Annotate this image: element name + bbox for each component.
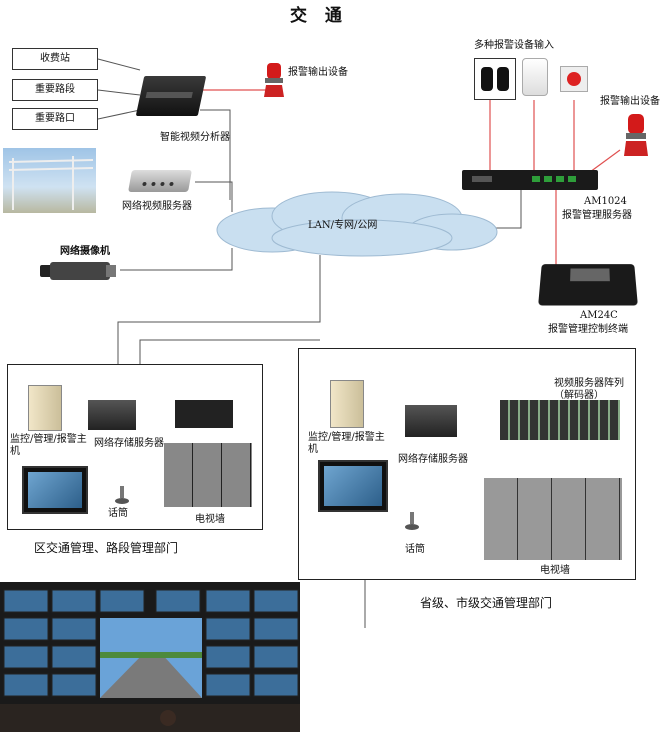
am1024-device (462, 170, 598, 190)
district-monitor-icon (22, 466, 88, 514)
video-server-device (128, 170, 192, 192)
input-key-road-section: 重要路段 (12, 79, 98, 101)
control-room-photo (0, 582, 300, 732)
district-storage-label: 网络存储服务器 (94, 438, 164, 449)
alarm-light-right-icon (622, 114, 650, 158)
district-decoder-device (175, 400, 233, 428)
am24c-model-label: AM24C (580, 310, 618, 321)
diagram-title: 交 通 (290, 6, 348, 26)
district-tvwall-label: 电视墙 (195, 514, 225, 525)
camera-label: 网络摄像机 (60, 246, 110, 257)
analyzer-label: 智能视频分析器 (160, 132, 230, 143)
decoder-array-label: 视频服务器阵列（解码器） (554, 378, 624, 401)
am1024-model-label: AM1024 (584, 196, 627, 207)
am24c-name-label: 报警管理控制终端 (548, 324, 628, 335)
network-label: LAN/专网/公网 (308, 220, 378, 231)
province-mic-label: 话筒 (405, 544, 425, 555)
district-mic-label: 话筒 (108, 508, 128, 519)
input-toll-station: 收费站 (12, 48, 98, 70)
beam-detector-icon (474, 58, 516, 100)
video-analyzer-device (135, 76, 207, 116)
pir-sensor-icon (522, 58, 548, 96)
alarm-inputs-label: 多种报警设备输入 (474, 40, 554, 51)
province-storage-device (405, 405, 457, 437)
host-pc-icon (28, 385, 62, 431)
am24c-terminal (538, 264, 638, 306)
district-host-label: 监控/管理/报警主机 (10, 434, 87, 457)
alarm-output-label: 报警输出设备 (288, 67, 348, 78)
district-caption: 区交通管理、路段管理部门 (34, 541, 179, 555)
district-tvwall-icon (164, 443, 252, 507)
alarm-output-right-label: 报警输出设备 (600, 96, 660, 107)
province-storage-label: 网络存储服务器 (398, 454, 468, 465)
road-gantry-photo (3, 148, 96, 213)
province-host-pc-icon (330, 380, 364, 428)
district-mic-icon (114, 486, 130, 504)
province-host-label: 监控/管理/报警主机 (308, 432, 385, 455)
am1024-name-label: 报警管理服务器 (562, 210, 632, 221)
video-server-label: 网络视频服务器 (122, 201, 192, 212)
camera-icon (40, 262, 120, 280)
network-cloud (212, 188, 502, 258)
province-caption: 省级、市级交通管理部门 (420, 596, 553, 610)
province-tvwall-icon (484, 478, 622, 560)
province-tvwall-label: 电视墙 (540, 565, 570, 576)
province-monitor-icon (318, 460, 388, 512)
panic-button-icon (560, 66, 588, 92)
province-mic-icon (404, 512, 420, 530)
district-storage-device (88, 400, 136, 430)
input-key-intersection: 重要路口 (12, 108, 98, 130)
alarm-light-icon (262, 63, 286, 99)
decoder-array-device (500, 400, 620, 440)
